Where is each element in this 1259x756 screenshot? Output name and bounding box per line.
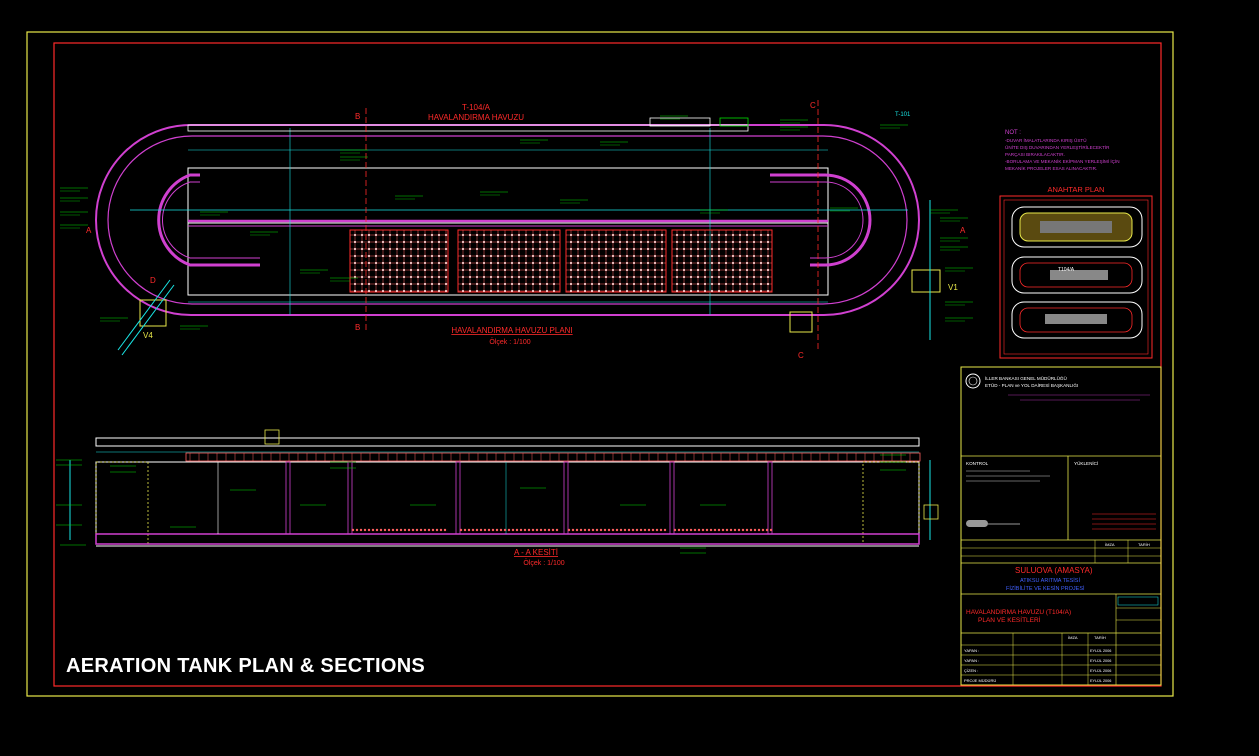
key-plan: ANAHTAR PLAN T104/A <box>999 185 1153 359</box>
rev-col-sign: İMZA <box>1105 542 1115 547</box>
inner-border <box>53 42 1162 687</box>
section-marker-a-right: A <box>960 226 966 235</box>
section-marker-d: D <box>150 276 156 285</box>
row-yapan-2: YAPAN : <box>964 658 979 663</box>
note-line-4: -BORULAMA VE MEKANİK EKİPMAN YERLEŞİMİ İ… <box>1005 158 1120 164</box>
sheet-title-2: PLAN VE KESİTLERİ <box>978 615 1041 624</box>
tank-name: HAVALANDIRMA HAVUZU <box>428 113 524 122</box>
date-2: EYLÜL 2006 <box>1090 659 1111 663</box>
valve-v4-label: V4 <box>143 331 153 340</box>
drawing-caption: AERATION TANK PLAN & SECTIONS <box>66 655 426 677</box>
date-3: EYLÜL 2006 <box>1090 669 1111 673</box>
section-marker-b-top: B <box>355 112 360 121</box>
section-marker-c-bottom: C <box>798 351 804 360</box>
plan-view: B B C C D A A V1 V4 T-101 T-104/A HAVALA… <box>60 100 973 360</box>
section-marker-a-left: A <box>86 226 92 235</box>
section-marker-c-top: C <box>810 101 816 110</box>
rev-col-date: TARİH <box>1138 542 1150 547</box>
org-line-2: ETÜD - PLAN ve YOL DAİRESİ BAŞKANLIĞI <box>985 382 1078 388</box>
note-line-5: MEKANİK PROJELER ESAS ALINACAKTIR. <box>1005 165 1097 171</box>
section-title: A - A KESİTİ <box>514 548 558 557</box>
key-plan-title: ANAHTAR PLAN <box>1048 185 1105 194</box>
org-line-1: İLLER BANKASI GENEL MÜDÜRLÜĞÜ <box>985 375 1067 381</box>
control-label: KONTROL <box>966 461 989 466</box>
sign-col-sign: İMZA <box>1068 635 1078 640</box>
plan-title: HAVALANDIRMA HAVUZU PLANI <box>451 326 572 335</box>
project-line-1: ATIKSU ARITMA TESİSİ <box>1020 577 1080 584</box>
diffuser-grid <box>349 229 773 293</box>
sign-col-date: TARİH <box>1094 635 1106 640</box>
note-line-1: -DUVAR İMALATLARINDA KIRIŞ ÜSTÜ <box>1005 137 1087 143</box>
notes-title: NOT : <box>1005 130 1021 136</box>
project-line-2: FİZİBİLİTE VE KESİN PROJESİ <box>1006 585 1085 592</box>
notes-block: NOT : -DUVAR İMALATLARINDA KIRIŞ ÜSTÜ ÜN… <box>1005 130 1120 171</box>
date-4: EYLÜL 2006 <box>1090 679 1111 683</box>
row-yapan: YAPAN : <box>964 648 979 653</box>
date-1: EYLÜL 2006 <box>1090 649 1111 653</box>
contractor-label: YÜKLENİCİ <box>1074 460 1098 466</box>
note-line-3: PARÇASI BIRAKILACAKTIR. <box>1005 152 1065 157</box>
note-line-2: ÜNİTE DIŞ DUVARINDAN YERLEŞTİRİLECEKTİR <box>1005 144 1110 150</box>
valve-v1-label: V1 <box>948 283 958 292</box>
plan-scale: Ölçek : 1/100 <box>489 338 530 346</box>
section-marker-b-bottom: B <box>355 323 360 332</box>
row-cizen: ÇİZEN : <box>964 668 978 673</box>
section-a-a: A - A KESİTİ Ölçek : 1/100 <box>56 429 939 567</box>
outer-border <box>26 31 1174 697</box>
section-scale: Ölçek : 1/100 <box>523 559 564 567</box>
row-proje: PROJE MÜDÜRÜ <box>964 678 996 683</box>
tank-tag: T-104/A <box>462 103 491 112</box>
title-block: İLLER BANKASI GENEL MÜDÜRLÜĞÜ ETÜD - PLA… <box>960 366 1162 686</box>
sheet-title-1: HAVALANDIRMA HAVUZU (T104/A) <box>966 609 1071 616</box>
city-name: SULUOVA (AMASYA) <box>1015 566 1093 575</box>
key-plan-tag: T104/A <box>1058 267 1075 273</box>
t101-label: T-101 <box>895 112 911 118</box>
